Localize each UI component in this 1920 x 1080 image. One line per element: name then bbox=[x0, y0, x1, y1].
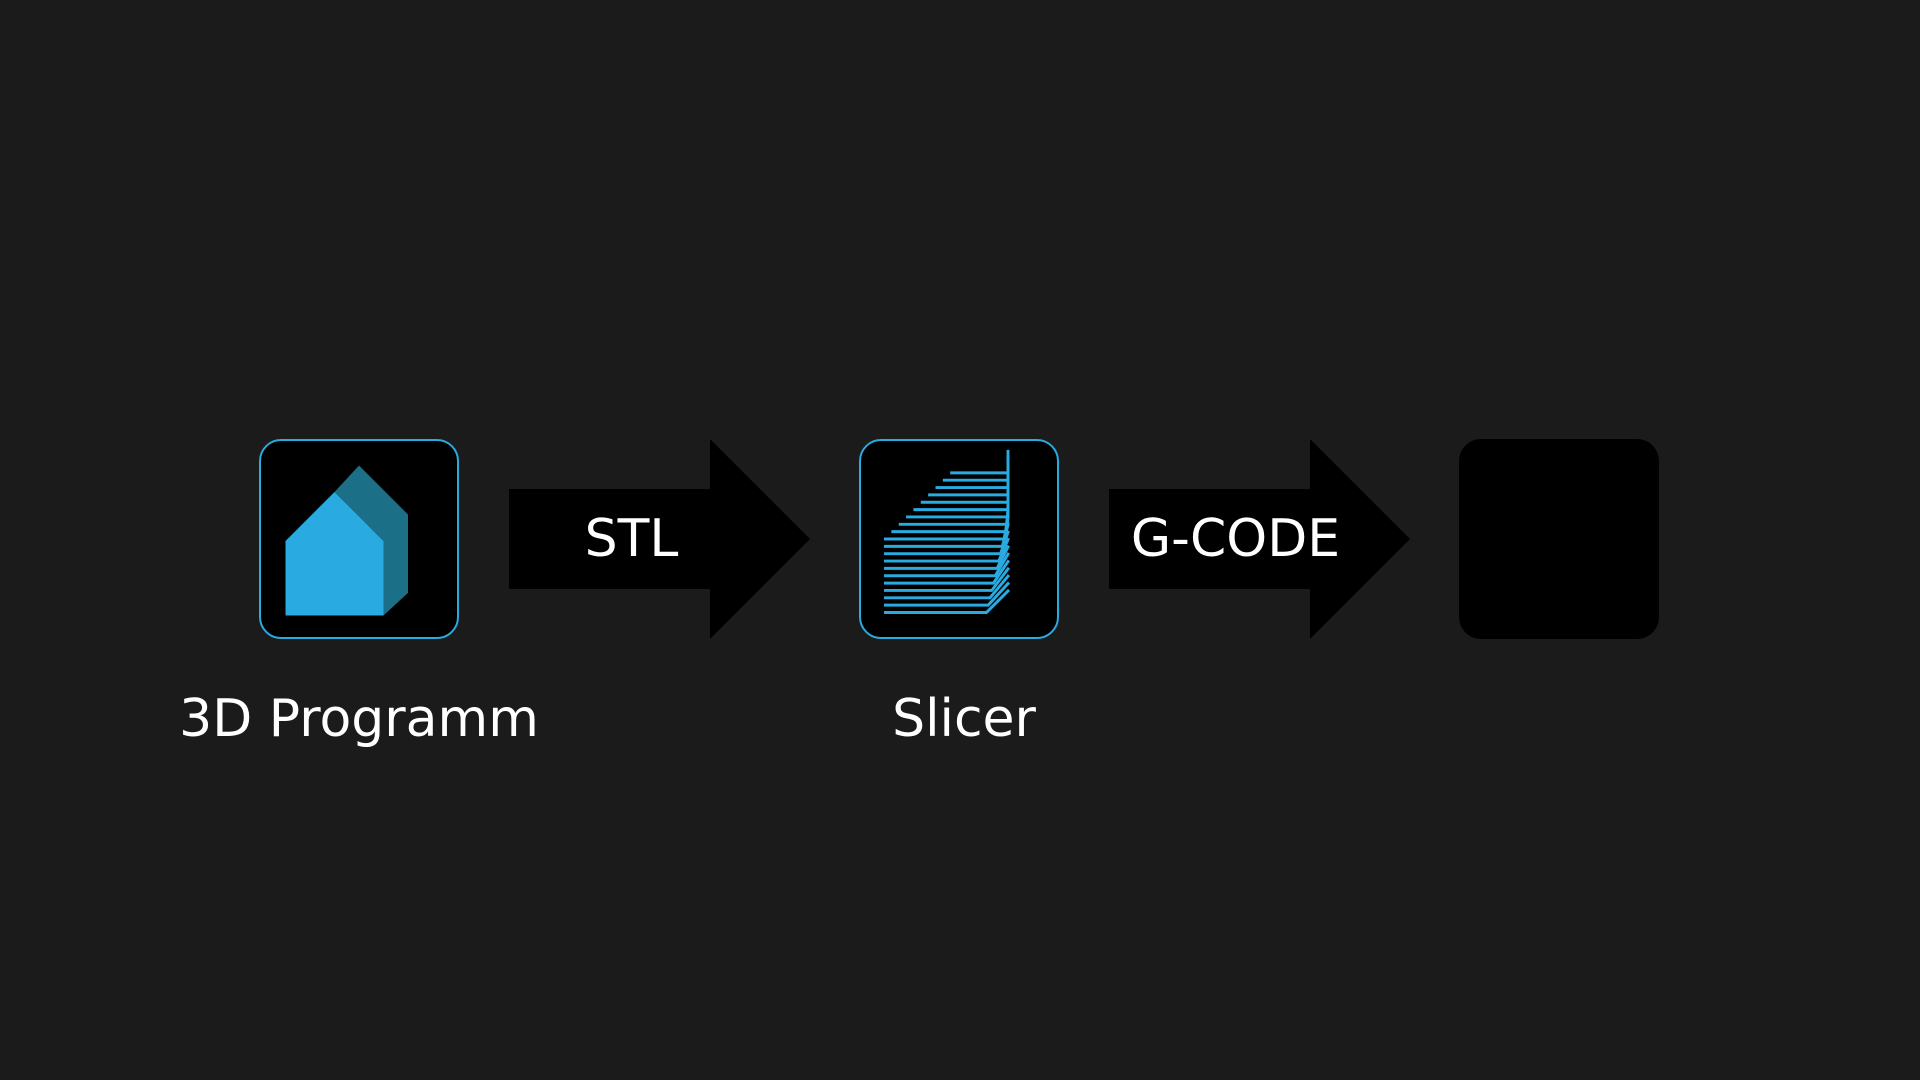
slice-layer-line bbox=[898, 501, 1010, 526]
slice-layer-line bbox=[942, 457, 1010, 482]
node-slicer bbox=[859, 439, 1059, 639]
slice-layer-line bbox=[884, 574, 1011, 600]
slice-layer-line bbox=[884, 537, 1010, 563]
slice-layer-line bbox=[884, 522, 1010, 548]
edge-stl-label: STL bbox=[584, 509, 679, 569]
slice-layer-line bbox=[950, 449, 1010, 475]
edge-gcode-label: G-CODE bbox=[1130, 509, 1341, 569]
slice-layer-line bbox=[928, 471, 1010, 497]
node-3d-program bbox=[259, 439, 459, 639]
slice-layer-line bbox=[906, 493, 1010, 519]
node-slicer-caption: Slicer bbox=[892, 689, 1036, 749]
slice-layer-line bbox=[884, 588, 1011, 614]
arrow-right-icon bbox=[1109, 439, 1410, 639]
slice-layer-line bbox=[884, 530, 1010, 556]
sliced-layers-icon bbox=[884, 449, 1011, 614]
edge-gcode: G-CODE bbox=[1109, 439, 1411, 639]
slice-layer-line bbox=[891, 508, 1010, 534]
node-printer bbox=[1459, 439, 1659, 639]
slice-layer-line bbox=[884, 515, 1010, 541]
edge-stl: STL bbox=[509, 439, 811, 639]
house-icon bbox=[285, 465, 408, 616]
node-3d-program-caption: 3D Programm bbox=[179, 689, 539, 749]
arrow-right-icon bbox=[509, 439, 810, 639]
slice-layer-line bbox=[884, 581, 1011, 607]
slice-layer-line bbox=[884, 559, 1011, 585]
slice-layer-line bbox=[935, 464, 1010, 490]
slice-layer-line bbox=[884, 552, 1011, 578]
slice-layer-line bbox=[884, 566, 1011, 592]
slice-layer-line bbox=[884, 544, 1010, 570]
slice-layer-line bbox=[920, 479, 1010, 504]
slice-layer-line bbox=[913, 486, 1010, 512]
